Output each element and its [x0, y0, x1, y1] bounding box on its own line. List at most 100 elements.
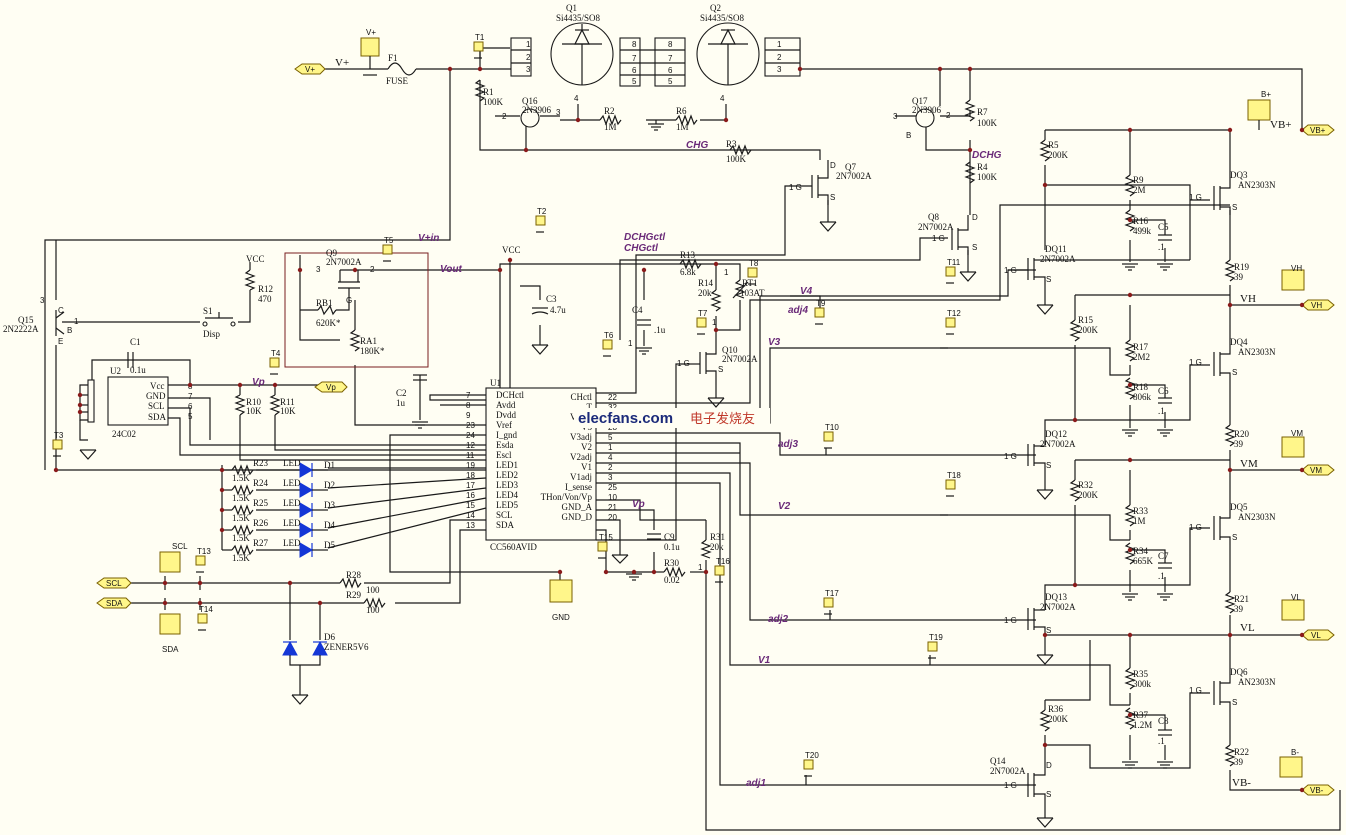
r2-value: 1M	[604, 122, 617, 132]
q10-value: 2N7002A	[722, 354, 758, 364]
port-sda[interactable]: SDA	[96, 597, 132, 609]
r15-ref: R15	[1078, 315, 1094, 325]
u1-pin-label: Esda	[496, 440, 514, 450]
svg-text:S: S	[1046, 275, 1051, 284]
test-point-t9[interactable]: T9	[814, 299, 826, 325]
svg-text:D: D	[830, 161, 836, 170]
dq4: DQ4 AN2303N 1 GS	[1189, 325, 1276, 380]
test-point-t10[interactable]: T10	[823, 423, 839, 449]
c4-ref: C4	[632, 305, 643, 315]
net-adj4: adj4	[788, 305, 808, 316]
port-vl-label: VL	[1311, 631, 1321, 640]
q16-value: 2N3906	[522, 105, 551, 115]
test-point-t5[interactable]: T5	[382, 236, 394, 262]
svg-text:3: 3	[777, 65, 782, 74]
test-point-t12[interactable]: T12	[945, 309, 961, 335]
port-vbminus[interactable]: VB-	[1301, 784, 1335, 796]
port-vbplus[interactable]: VB+	[1301, 124, 1335, 136]
test-point-t2[interactable]: T2	[535, 207, 547, 233]
port-vp[interactable]: Vp	[314, 381, 348, 393]
q15-ref: Q15	[18, 315, 34, 325]
test-point-t15[interactable]: T15	[597, 533, 613, 559]
led4-ref: D4	[324, 520, 335, 530]
led1-r-value: 1.5K	[232, 473, 250, 483]
led1-r-ref: R23	[253, 458, 269, 468]
r6-ref: R6	[676, 106, 687, 116]
test-point-t6[interactable]: T6	[602, 331, 614, 357]
port-vplus[interactable]: V+	[294, 63, 326, 75]
dq4-value: AN2303N	[1238, 347, 1276, 357]
r21-ref: R21	[1234, 594, 1249, 604]
q14-ref: Q14	[990, 756, 1006, 766]
dq12-ref: DQ12	[1045, 429, 1067, 439]
led4-r-ref: R26	[253, 518, 269, 528]
svg-text:E: E	[58, 337, 63, 346]
r5-value: 200K	[1048, 150, 1069, 160]
connector-vh[interactable]	[1281, 269, 1305, 291]
svg-text:3: 3	[556, 108, 561, 117]
port-vp-label: Vp	[326, 383, 336, 392]
svg-text:3: 3	[893, 112, 898, 121]
test-point-t11[interactable]: T11	[945, 258, 961, 284]
test-point-label: T19	[929, 633, 943, 642]
test-point-t14[interactable]: T14	[197, 605, 213, 631]
connector-gnd[interactable]	[549, 579, 573, 603]
u2-chip	[107, 376, 169, 426]
port-vm[interactable]: VM	[1301, 464, 1335, 476]
connector-vl[interactable]	[1281, 599, 1305, 621]
test-point-t8[interactable]: T8	[747, 259, 759, 285]
r28-ref: R28	[346, 570, 362, 580]
test-point-t19[interactable]: T19	[927, 633, 943, 659]
u1-pin-label: I_sense	[565, 482, 592, 492]
net-adj1: adj1	[746, 778, 766, 789]
u1-pin-number: 13	[466, 521, 475, 530]
u1-pin-number: 11	[466, 451, 475, 460]
led3-type: LED	[283, 498, 301, 508]
test-point-label: T8	[749, 259, 759, 268]
svg-text:S: S	[830, 193, 835, 202]
svg-text:1 G: 1 G	[932, 234, 945, 243]
port-vbplus-label: VB+	[1310, 126, 1326, 135]
connector-bplus[interactable]	[1247, 99, 1271, 121]
test-point-t13[interactable]: T13	[195, 547, 211, 573]
svg-text:5: 5	[632, 77, 637, 86]
r28-value: 100	[366, 585, 380, 595]
test-point-t1[interactable]: T1	[473, 33, 485, 59]
r32-ref: R32	[1078, 480, 1093, 490]
test-point-t20[interactable]: T20	[803, 751, 819, 777]
test-point-t18[interactable]: T18	[945, 471, 961, 497]
r16-value: 499k	[1133, 226, 1152, 236]
test-point-t3[interactable]: T3	[52, 431, 64, 457]
u1-pin-label: DCHctl	[496, 390, 524, 400]
led5-type: LED	[283, 538, 301, 548]
r20-ref: R20	[1234, 429, 1250, 439]
connector-vplus[interactable]	[360, 37, 380, 57]
svg-text:1: 1	[628, 339, 633, 348]
u1-pin-number: 9	[466, 411, 471, 420]
r15-value: 200K	[1078, 325, 1099, 335]
ra1-ref: RA1	[360, 336, 377, 346]
u1-pin-number: 25	[608, 483, 617, 492]
connector-vm[interactable]	[1281, 436, 1305, 458]
connector-scl[interactable]	[159, 551, 181, 573]
test-point-t7[interactable]: T7	[696, 309, 708, 335]
port-vl[interactable]: VL	[1301, 629, 1335, 641]
connector-bminus[interactable]	[1279, 756, 1303, 778]
test-point-t17[interactable]: T17	[823, 589, 839, 615]
led-row-4: R26 1.5K LED D4	[222, 518, 335, 543]
led-row-1: R23 1.5K LED D1	[222, 458, 335, 483]
test-point-t4[interactable]: T4	[269, 349, 281, 375]
port-scl[interactable]: SCL	[96, 577, 132, 589]
port-vh[interactable]: VH	[1301, 299, 1335, 311]
test-point-label: T7	[698, 309, 708, 318]
connector-sda[interactable]	[159, 613, 181, 635]
net-vbplus: VB+	[1270, 119, 1291, 131]
svg-text:1: 1	[698, 563, 703, 572]
net-adj3: adj3	[778, 439, 798, 450]
net-vl: VL	[1240, 622, 1255, 634]
svg-text:7: 7	[668, 54, 673, 63]
svg-text:8: 8	[668, 40, 673, 49]
test-point-t16[interactable]: T16	[714, 557, 730, 583]
